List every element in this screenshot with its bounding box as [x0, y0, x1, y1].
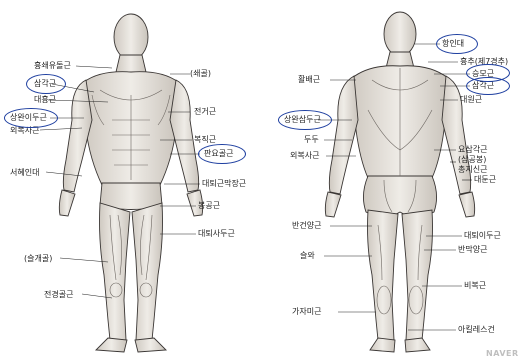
label-popliteal: 슬와: [300, 251, 315, 261]
label-serratus: 전거근: [194, 107, 216, 117]
label-lumbar-triangle: 요삼각근: [458, 145, 487, 155]
label-achilles-tendon: 아킬레스건: [458, 325, 495, 335]
label-back-upper: 두두: [304, 135, 319, 145]
highlight-biceps-front: [4, 108, 58, 128]
label-sternocleidomastoid: 흉쇄유돌근: [34, 61, 71, 71]
label-semimembranosus: 반막양근: [458, 245, 487, 255]
watermark: NAVER: [486, 349, 519, 358]
label-brachioradialis: 서혜인대: [10, 168, 39, 178]
label-latissimus-left: 활배근: [298, 75, 320, 85]
highlight-circled-front: [198, 144, 246, 164]
label-tibialis: 전경골근: [44, 290, 73, 300]
highlight-deltoid-front: [26, 74, 66, 94]
highlight-deltoid-back: [466, 77, 510, 95]
label-rectus-abdominis: 복직근: [194, 135, 216, 145]
label-sartorius: 봉공근: [198, 201, 220, 211]
front-figure: [59, 14, 202, 352]
label-patella: (슬개골): [24, 254, 52, 264]
label-lumbar-sub: (삼공봉): [458, 155, 486, 165]
label-soleus: 가자미근: [292, 307, 321, 317]
highlight-triceps: [278, 110, 332, 130]
highlight-nuchal-ligament: [436, 34, 478, 54]
label-pectoral: 대흉근: [34, 95, 56, 105]
label-extensor-digitorum: 총지신근: [458, 165, 487, 175]
label-quadriceps: 대퇴사두근: [198, 229, 235, 239]
label-biceps-femoris: 대퇴이두근: [464, 231, 501, 241]
label-gluteus: 대둔근: [474, 175, 496, 185]
label-oblique-back: 외복사근: [290, 151, 319, 161]
label-semitendinosus: 반건양근: [292, 221, 321, 231]
label-tensor-fasciae: 대퇴근막장근: [202, 179, 246, 189]
label-teres-major: 대원근: [460, 95, 482, 105]
label-clavicle: (쇄골): [190, 69, 211, 79]
back-figure: [325, 12, 474, 352]
label-gastrocnemius: 비복근: [464, 281, 486, 291]
